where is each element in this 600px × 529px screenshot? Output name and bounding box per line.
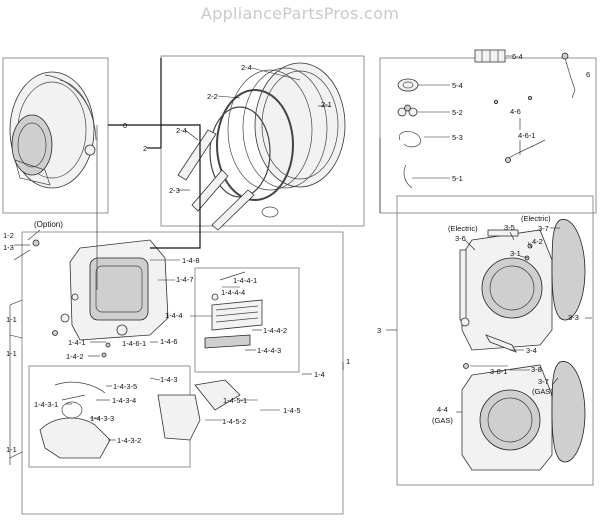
label-1-4-3-3: 1-4-3-3	[90, 414, 114, 423]
frame-rear-assembly	[396, 195, 594, 486]
label-option: (Option)	[34, 220, 63, 229]
label-6: 6	[586, 70, 590, 79]
label-5-2: 5-2	[452, 108, 463, 117]
label-1-1a: 1-1	[6, 315, 17, 324]
label-4-6: 4-6	[510, 107, 521, 116]
label-3-5: 3-5	[504, 223, 515, 232]
gas-valve-icon	[493, 52, 576, 163]
duct-icon	[39, 381, 111, 459]
leader-lines	[9, 55, 592, 465]
label-3: 3	[377, 326, 381, 335]
label-1-1b: 1-1	[6, 349, 17, 358]
label-2-4a: 2-4	[241, 63, 252, 72]
label-1-4-5-1: 1-4-5-1	[223, 396, 247, 405]
label-1-4-5-2: 1-4-5-2	[222, 417, 246, 426]
label-1-1c: 1-1	[6, 445, 17, 454]
label-1-3: 1-3	[3, 243, 14, 252]
label-3-8: 3-8	[531, 365, 542, 374]
drum-rim-icon	[209, 89, 294, 201]
label-electric-a: (Electric)	[448, 224, 478, 233]
label-3-4: 3-4	[526, 346, 537, 355]
label-2: 2	[143, 144, 147, 153]
sensor-icon	[397, 104, 418, 117]
label-4-4: 4-4	[437, 405, 448, 414]
watermark: AppliancePartsPros.com	[200, 4, 400, 23]
label-1-4-3-1: 1-4-3-1	[34, 400, 58, 409]
label-1-4-1: 1-4-1	[68, 338, 86, 347]
lifter-icon	[177, 129, 279, 231]
rear-panel-icon	[461, 229, 553, 471]
lint-filter-icon	[204, 271, 263, 349]
label-3-3: 3-3	[568, 313, 579, 322]
label-4-6-1: 4-6-1	[518, 131, 536, 140]
label-1-4-8: 1-4-8	[182, 256, 200, 265]
label-3-8-1: 3-8-1	[490, 367, 508, 376]
label-1-4-3-5: 1-4-3-5	[113, 382, 137, 391]
label-1: 1	[346, 357, 350, 366]
label-2-3: 2-3	[169, 186, 180, 195]
label-1-4-6: 1-4-6	[160, 337, 178, 346]
drum-icon	[227, 62, 346, 191]
label-gas-a: (GAS)	[532, 387, 553, 396]
label-5-3: 5-3	[452, 133, 463, 142]
frame-front-assembly	[21, 231, 344, 515]
label-6-4: 6-4	[512, 52, 523, 61]
label-0: 0	[123, 121, 127, 130]
heater-icon	[459, 219, 586, 463]
label-1-4: 1-4	[314, 370, 325, 379]
label-1-4-4-3: 1-4-4-3	[257, 346, 281, 355]
label-2-4b: 2-4	[176, 126, 187, 135]
bearing-icon	[397, 78, 419, 92]
label-1-4-2: 1-4-2	[66, 352, 84, 361]
label-4-2: 4-2	[532, 237, 543, 246]
drum-assembly-icon	[9, 71, 97, 189]
label-1-4-6-1: 1-4-6-1	[122, 339, 146, 348]
hose-icon	[398, 131, 422, 189]
label-gas-b: (GAS)	[432, 416, 453, 425]
label-3-7a: 3-7	[538, 224, 549, 233]
label-1-4-5: 1-4-5	[283, 406, 301, 415]
label-2-1: 2-1	[321, 100, 332, 109]
label-1-2: 1-2	[3, 231, 14, 240]
label-1-4-3: 1-4-3	[160, 375, 178, 384]
label-3-6: 3-6	[455, 234, 466, 243]
label-2-2: 2-2	[207, 92, 218, 101]
label-5-1: 5-1	[452, 174, 463, 183]
callout-labels: 0 2 2-4 2-2 2-1 2-4 2-3 (Option) 1-2 1-3…	[3, 52, 590, 454]
label-1-4-3-2: 1-4-3-2	[117, 436, 141, 445]
door-seal-icon	[27, 229, 128, 358]
label-1-4-4-4: 1-4-4-4	[221, 288, 245, 297]
frame-filter-housing	[194, 267, 300, 373]
label-5-4: 5-4	[452, 81, 463, 90]
thermostat-icon	[474, 49, 506, 63]
frame-drum-assembly	[2, 57, 109, 214]
label-3-1: 3-1	[510, 249, 521, 258]
front-panel-icon	[69, 239, 169, 341]
label-1-4-4-2: 1-4-4-2	[263, 326, 287, 335]
label-1-4-7: 1-4-7	[176, 275, 194, 284]
label-1-4-3-4: 1-4-3-4	[112, 396, 136, 405]
label-1-4-4: 1-4-4	[165, 311, 183, 320]
label-1-4-4-1: 1-4-4-1	[233, 276, 257, 285]
label-3-7b: 3-7	[538, 377, 549, 386]
label-electric-b: (Electric)	[521, 214, 551, 223]
burner-cover-icon	[157, 379, 241, 441]
